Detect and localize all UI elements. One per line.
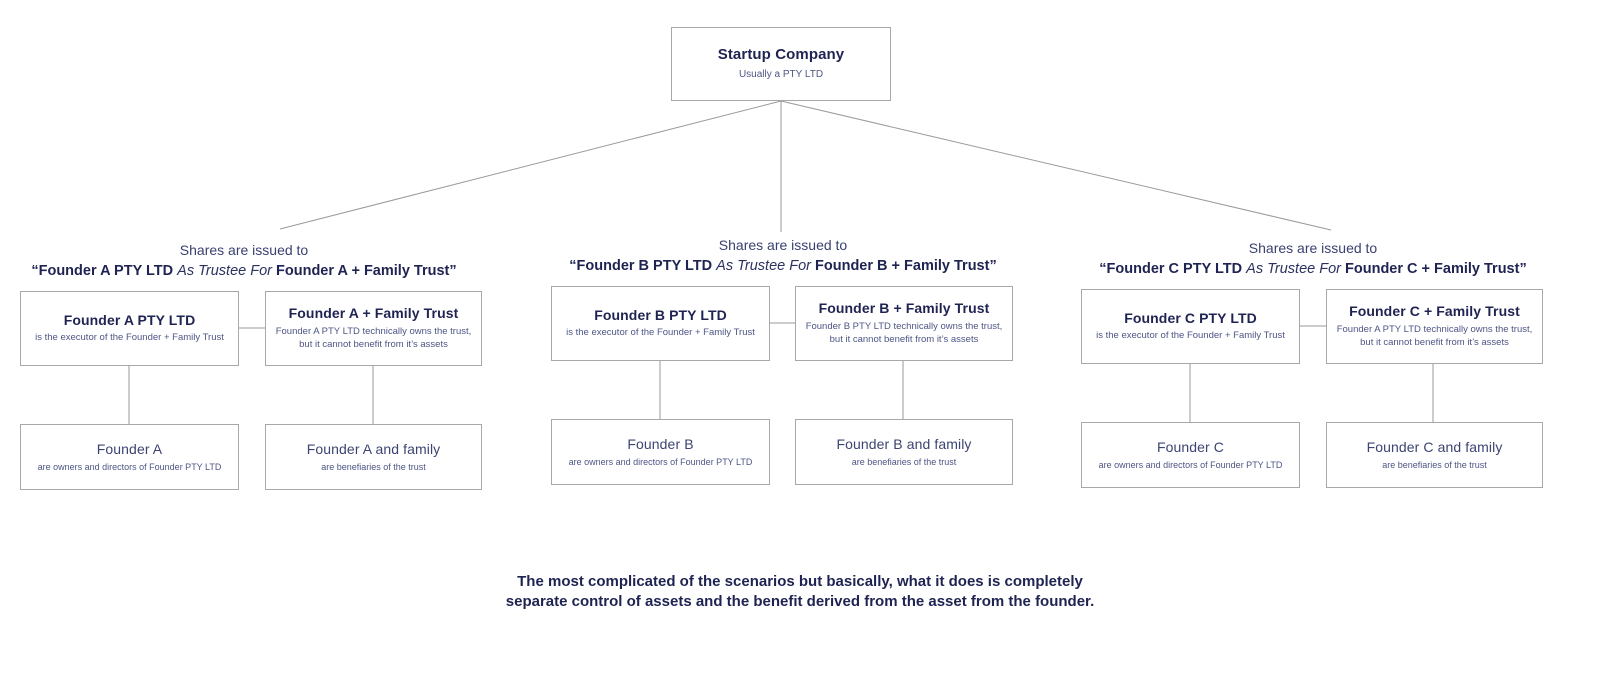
column-a-company-subtitle: is the executor of the Founder + Family …	[35, 332, 224, 344]
column-b-trust-box[interactable]: Founder B + Family Trust Founder B PTY L…	[795, 286, 1013, 361]
column-c-company-title: Founder C PTY LTD	[1124, 309, 1257, 326]
column-b-company-box[interactable]: Founder B PTY LTD is the executor of the…	[551, 286, 770, 361]
column-a-heading-line1: Shares are issued to	[179, 242, 309, 258]
column-a-heading: Shares are issued to “Founder A PTY LTD …	[0, 241, 494, 281]
column-a-company-title: Founder A PTY LTD	[63, 311, 196, 328]
column-a-heading-part1: Founder A PTY LTD	[38, 262, 178, 279]
column-b-heading-italic: As Trustee For	[716, 257, 811, 274]
connector-root-to-column-a	[279, 100, 782, 230]
column-a-trust-box[interactable]: Founder A + Family Trust Founder A PTY L…	[265, 291, 482, 366]
column-b-heading-line2: “Founder B PTY LTD As Trustee For Founde…	[533, 256, 1033, 277]
column-a-trust-subtitle-line1: Founder A PTY LTD technically owns the t…	[275, 325, 472, 337]
column-b-company-subtitle: is the executor of the Founder + Family …	[566, 327, 755, 339]
column-a-founder-title: Founder A	[96, 440, 163, 457]
column-c-heading-part2: Founder C + Family Trust	[1340, 260, 1520, 277]
column-a-company-box[interactable]: Founder A PTY LTD is the executor of the…	[20, 291, 239, 366]
column-c-heading-line1: Shares are issued to	[1248, 240, 1378, 256]
column-a-trust-subtitle-line2: but it cannot benefit from it’s assets	[299, 338, 448, 350]
caption-line-1: The most complicated of the scenarios bu…	[517, 573, 1083, 590]
column-c-company-box[interactable]: Founder C PTY LTD is the executor of the…	[1081, 289, 1300, 364]
column-c-heading: Shares are issued to “Founder C PTY LTD …	[1063, 239, 1563, 279]
column-c-founder-title: Founder C	[1156, 438, 1225, 455]
column-b-heading-part2: Founder B + Family Trust	[810, 257, 990, 274]
column-c-trust-subtitle-line1: Founder A PTY LTD technically owns the t…	[1336, 323, 1533, 335]
column-b-heading-line1: Shares are issued to	[718, 237, 848, 253]
column-b-trust-title: Founder B + Family Trust	[818, 300, 990, 317]
connector-root-to-column-c	[780, 100, 1332, 231]
column-c-quote-close: ”	[1519, 260, 1527, 277]
column-c-family-title: Founder C and family	[1366, 438, 1503, 455]
column-a-family-title: Founder A and family	[306, 440, 441, 457]
column-a-family-subtitle: are benefiaries of the trust	[321, 462, 426, 473]
column-a-heading-part2: Founder A + Family Trust	[271, 262, 450, 279]
startup-company-subtitle: Usually a PTY LTD	[738, 69, 824, 81]
column-b-trust-subtitle-line1: Founder B PTY LTD technically owns the t…	[805, 320, 1003, 332]
column-b-heading-part1: Founder B PTY LTD	[576, 257, 717, 274]
column-b-quote-open: “	[569, 257, 577, 274]
column-b-trust-subtitle-line2: but it cannot benefit from it’s assets	[829, 333, 979, 345]
column-c-heading-line2: “Founder C PTY LTD As Trustee For Founde…	[1063, 259, 1563, 280]
column-b-quote-close: ”	[989, 257, 997, 274]
diagram-caption: The most complicated of the scenarios bu…	[400, 572, 1200, 613]
column-c-founder-box[interactable]: Founder C are owners and directors of Fo…	[1081, 422, 1300, 488]
column-b-family-subtitle: are benefiaries of the trust	[851, 457, 957, 468]
column-a-family-box[interactable]: Founder A and family are benefiaries of …	[265, 424, 482, 490]
column-c-heading-italic: As Trustee For	[1246, 260, 1341, 277]
column-c-company-subtitle: is the executor of the Founder + Family …	[1096, 330, 1285, 342]
column-c-quote-open: “	[1099, 260, 1107, 277]
column-c-founder-subtitle: are owners and directors of Founder PTY …	[1098, 460, 1283, 471]
column-c-family-subtitle: are benefiaries of the trust	[1382, 460, 1487, 471]
column-b-founder-box[interactable]: Founder B are owners and directors of Fo…	[551, 419, 770, 485]
column-a-heading-line2: “Founder A PTY LTD As Trustee For Founde…	[0, 261, 494, 282]
column-c-heading-part1: Founder C PTY LTD	[1106, 260, 1247, 277]
column-b-company-title: Founder B PTY LTD	[594, 306, 727, 323]
column-b-founder-subtitle: are owners and directors of Founder PTY …	[568, 457, 753, 468]
column-a-founder-subtitle: are owners and directors of Founder PTY …	[37, 462, 222, 473]
column-a-trust-title: Founder A + Family Trust	[288, 305, 459, 322]
column-c-trust-box[interactable]: Founder C + Family Trust Founder A PTY L…	[1326, 289, 1543, 364]
column-b-family-box[interactable]: Founder B and family are benefiaries of …	[795, 419, 1013, 485]
column-c-trust-title: Founder C + Family Trust	[1349, 303, 1520, 320]
column-a-quote-open: “	[31, 262, 39, 279]
column-c-trust-subtitle-line2: but it cannot benefit from it’s assets	[1360, 336, 1509, 348]
startup-company-box[interactable]: Startup Company Usually a PTY LTD	[671, 27, 891, 101]
column-b-heading: Shares are issued to “Founder B PTY LTD …	[533, 236, 1033, 276]
column-b-founder-title: Founder B	[627, 435, 694, 452]
caption-line-2: separate control of assets and the benef…	[505, 593, 1095, 611]
column-a-heading-italic: As Trustee For	[177, 262, 272, 279]
column-a-quote-close: ”	[449, 262, 457, 279]
column-b-family-title: Founder B and family	[836, 435, 972, 452]
startup-company-title: Startup Company	[717, 46, 845, 64]
column-c-family-box[interactable]: Founder C and family are benefiaries of …	[1326, 422, 1543, 488]
column-a-founder-box[interactable]: Founder A are owners and directors of Fo…	[20, 424, 239, 490]
